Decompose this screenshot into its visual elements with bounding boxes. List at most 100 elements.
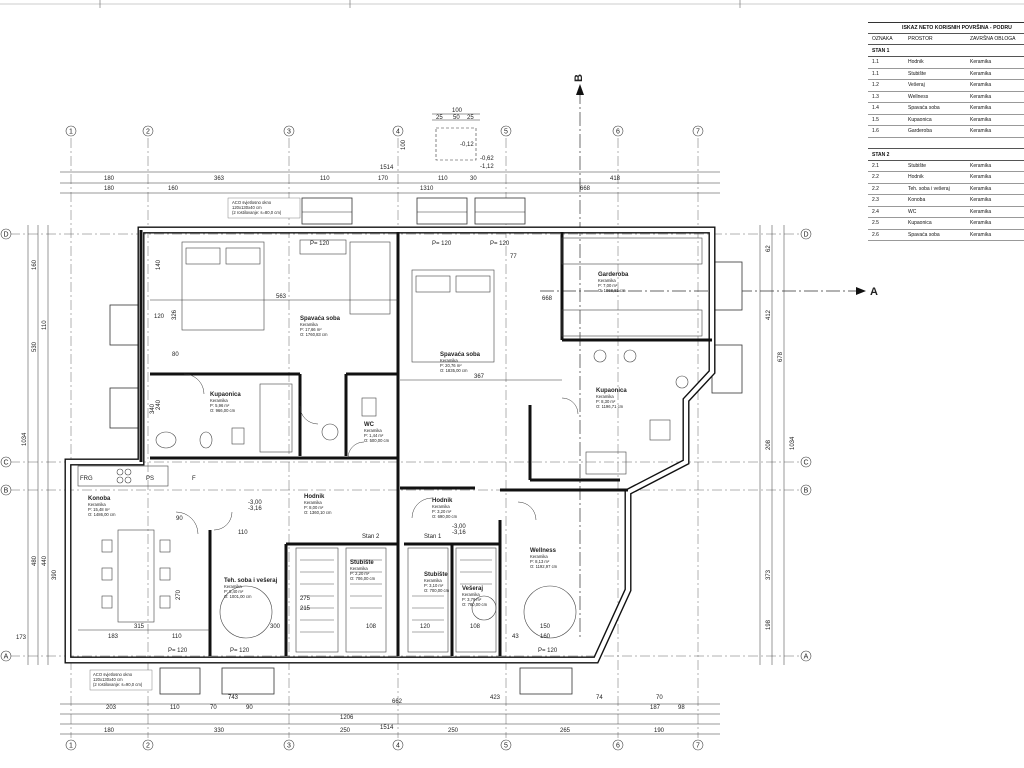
svg-text:367: 367 (474, 374, 485, 380)
svg-text:110: 110 (42, 320, 48, 330)
svg-text:108: 108 (470, 624, 481, 630)
svg-text:563: 563 (276, 294, 287, 300)
svg-text:B: B (804, 488, 809, 495)
room-label-wellness: Wellness Keramika P: 8,13 m² O: 1192,97 … (530, 548, 558, 569)
svg-text:P= 120: P= 120 (538, 648, 558, 654)
svg-text:203: 203 (106, 705, 117, 711)
svg-text:275: 275 (300, 596, 311, 602)
svg-text:O: 780,00 cm: O: 780,00 cm (462, 602, 488, 607)
svg-text:Keramika: Keramika (596, 394, 614, 399)
legend-group-stan-1: STAN 1 (868, 45, 1024, 57)
svg-text:-3,16: -3,16 (452, 530, 466, 536)
svg-text:43: 43 (512, 634, 519, 640)
legend-title: ISKAZ NETO KORISNIH POVRŠINA - PODRU (868, 23, 1024, 34)
dimension-chains-top: 180 363 110 170 110 30 418 1514 180 160 … (60, 165, 720, 194)
room-label-kupaonica-2: Kupaonica Keramika P: 5,96 m² O: 966,00 … (210, 392, 241, 413)
svg-text:Spavaća soba: Spavaća soba (300, 316, 341, 322)
doors (175, 373, 579, 535)
svg-text:160: 160 (32, 259, 38, 270)
svg-text:120: 120 (154, 314, 165, 320)
section-line-a: A (540, 286, 878, 298)
svg-text:Keramika: Keramika (304, 500, 322, 505)
svg-text:7: 7 (696, 129, 700, 136)
bed-left (181, 241, 265, 331)
svg-text:7: 7 (696, 743, 700, 750)
svg-text:Teh. soba i vešeraj: Teh. soba i vešeraj (224, 578, 278, 584)
svg-text:240: 240 (156, 399, 162, 410)
svg-text:187: 187 (650, 705, 661, 711)
svg-text:O: 1196,71 cm: O: 1196,71 cm (596, 404, 624, 409)
light-wells (109, 197, 743, 695)
axis-bubble-5-bottom: 5 (500, 739, 512, 751)
legend-header-obloga: ZAVRŠNA OBLOGA (970, 36, 1016, 42)
svg-text:110: 110 (170, 705, 180, 711)
axis-bubble-3-bottom: 3 (283, 739, 295, 751)
stairs-stan-1 (407, 547, 497, 653)
sofa-left (349, 241, 391, 315)
dimension-chains-bottom: 203 110 70 90 662 423 74 70 743 1206 187… (60, 695, 720, 735)
svg-text:160: 160 (540, 634, 551, 640)
svg-text:O: 1486,00 cm: O: 1486,00 cm (88, 512, 116, 517)
section-b-label: B (573, 74, 585, 82)
svg-text:P= 120: P= 120 (230, 648, 250, 654)
svg-text:P: 3,79 m²: P: 3,79 m² (462, 597, 482, 602)
svg-text:Keramika: Keramika (210, 398, 228, 403)
axis-bubble-1-bottom: 1 (65, 739, 77, 751)
svg-text:P: 8,30 m²: P: 8,30 m² (596, 399, 616, 404)
svg-text:-0,62: -0,62 (480, 156, 494, 162)
svg-text:1: 1 (69, 129, 73, 136)
svg-text:170: 170 (378, 176, 389, 182)
svg-text:440: 440 (42, 555, 48, 566)
svg-text:Keramika: Keramika (350, 566, 368, 571)
bathroom-fixtures (155, 349, 689, 475)
svg-text:265: 265 (560, 728, 571, 734)
svg-text:Stubište: Stubište (424, 572, 448, 578)
svg-text:110: 110 (438, 176, 448, 182)
room-label-wc: WC Keramika P: 1,44 m² O: 500,00 cm (364, 422, 390, 443)
svg-text:180: 180 (104, 728, 115, 734)
svg-text:P= 120: P= 120 (432, 241, 452, 247)
svg-text:110: 110 (172, 634, 182, 640)
svg-text:100: 100 (452, 108, 463, 114)
svg-text:1514: 1514 (380, 725, 394, 731)
room-label-spavaca-soba-1: Spavaća soba Keramika P: 20,76 m² O: 183… (440, 352, 481, 373)
svg-text:Kupaonica: Kupaonica (210, 392, 241, 398)
svg-text:Keramika: Keramika (432, 504, 450, 509)
legend-header-row: OZNAKA PROSTOR ZAVRŠNA OBLOGA (868, 34, 1024, 45)
axis-bubble-7-top: 7 (692, 125, 704, 137)
room-label-spavaca-soba-2: Spavaća soba Keramika P: 17,66 m² O: 176… (300, 316, 341, 337)
area-legend-table: ISKAZ NETO KORISNIH POVRŠINA - PODRU OZN… (868, 22, 1024, 241)
svg-text:O: 690,00 cm: O: 690,00 cm (432, 514, 458, 519)
svg-text:25: 25 (436, 115, 443, 121)
room-label-veseraj: Vešeraj Keramika P: 3,79 m² O: 780,00 cm (462, 586, 488, 607)
legend-header-prostor: PROSTOR (908, 36, 933, 42)
svg-text:C: C (3, 460, 8, 467)
svg-text:WC: WC (364, 422, 375, 428)
room-label-teh-soba: Teh. soba i vešeraj Keramika P: 5,40 m² … (224, 578, 278, 599)
axis-bubble-2-top: 2 (142, 125, 154, 137)
svg-text:1034: 1034 (22, 432, 28, 446)
svg-text:Garderoba: Garderoba (598, 272, 629, 278)
sheet-frame-top (0, 0, 1024, 8)
svg-text:423: 423 (490, 695, 501, 701)
svg-text:Keramika: Keramika (462, 592, 480, 597)
svg-text:418: 418 (610, 176, 621, 182)
svg-text:ACO svjetlosno okno: ACO svjetlosno okno (232, 200, 272, 205)
svg-text:215: 215 (300, 606, 311, 612)
axis-bubbles: 1 2 3 4 5 6 7 1 2 3 4 5 6 7 D C B A D C … (0, 125, 812, 751)
svg-text:-1,12: -1,12 (480, 164, 494, 170)
svg-text:270: 270 (176, 589, 182, 600)
svg-text:5: 5 (504, 129, 508, 136)
svg-text:98: 98 (678, 705, 685, 711)
interior-walls (139, 230, 712, 656)
svg-text:Vešeraj: Vešeraj (462, 586, 483, 592)
axis-bubble-B-left: B (0, 484, 12, 496)
